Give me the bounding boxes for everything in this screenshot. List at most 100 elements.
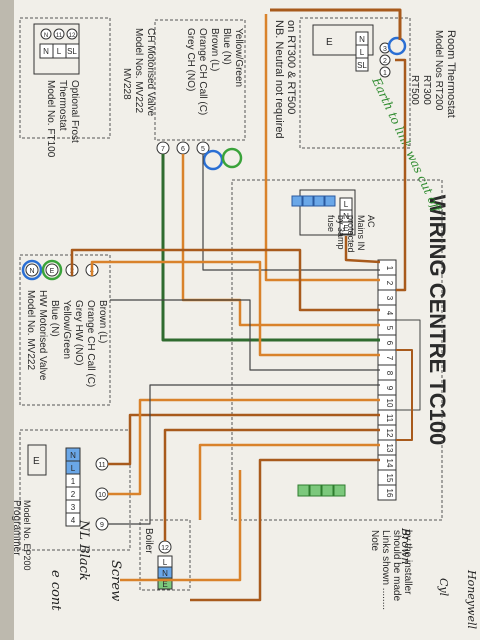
- strip-terminal-number: 10: [385, 399, 394, 408]
- wire: [264, 14, 380, 282]
- programmer-box: [19, 429, 131, 551]
- strip-terminal-box: [377, 484, 397, 501]
- strip-terminal-number: 5: [385, 326, 394, 331]
- boiler-terminal-label: L: [163, 558, 168, 567]
- boiler-heading: Boiler: [143, 528, 154, 554]
- green-earth-terminal: [309, 484, 322, 497]
- mains-terminals: LNE: [291, 195, 353, 235]
- blue-earth-terminal: [291, 195, 303, 207]
- room-thermostat-pin-label: 1: [383, 70, 387, 77]
- earth-terminal-block: [297, 484, 346, 497]
- note-line2: Links shown ........: [380, 530, 391, 610]
- blue-earth-terminal: [324, 195, 336, 207]
- programmer-terminals: NL 1 2 3 4: [65, 447, 81, 527]
- ch-valve-wire-4: Orange CH Call (C): [197, 28, 208, 115]
- wire: [108, 413, 380, 466]
- mains-line5: fuse: [326, 215, 336, 232]
- programmer-pin-label: 11: [98, 462, 105, 469]
- handwritten-bottom-note: NL Black: [76, 519, 91, 581]
- strip-terminal-number: 15: [385, 474, 394, 483]
- mains-terminal-label: E: [343, 224, 348, 233]
- strip-terminal-number: 4: [385, 311, 394, 316]
- wire: [110, 299, 380, 371]
- blue-marker-circle: [21, 259, 43, 281]
- wire: [90, 260, 380, 357]
- ch-valve-wire-3: Brown (L): [209, 28, 220, 71]
- green-marker-circle: [221, 147, 243, 169]
- programmer-terminal-label: 4: [71, 516, 76, 525]
- programmer-terminal-label: 3: [71, 503, 76, 512]
- frost-pin: [53, 28, 65, 40]
- wire: [396, 319, 421, 411]
- wire: [163, 428, 380, 541]
- green-earth-terminal: [321, 484, 334, 497]
- programmer-earth-box: [27, 444, 47, 476]
- strip-terminal-number: 3: [385, 296, 394, 301]
- frost-terminal: [65, 43, 80, 59]
- mains-line2: Mains IN: [356, 215, 366, 251]
- room-thermostat-pin: [379, 54, 391, 66]
- note-line3: should be made: [391, 530, 402, 602]
- frost-pin-label: 11: [56, 33, 63, 39]
- hw-valve-pin-label: N: [29, 268, 34, 275]
- wire: [120, 470, 242, 582]
- handwritten-cylinder: Cyl: [437, 578, 450, 597]
- wire: [396, 349, 413, 441]
- room-thermostat-pin-label: 3: [383, 46, 387, 53]
- programmer-terminal-label: 2: [71, 490, 76, 499]
- hw-valve-model: Model No. MV222: [25, 290, 36, 370]
- hw-valve-wire-5: Blue (N): [49, 300, 60, 337]
- strip-terminal-number: 1: [385, 266, 394, 271]
- frost-model: Model No. FT100: [45, 80, 56, 158]
- ch-valve-name: CH Motorised Valve: [145, 28, 156, 117]
- mains-line4: by 3amp: [336, 215, 346, 250]
- frost-terminal-label: L: [57, 47, 62, 56]
- strip-terminal-number: 11: [385, 414, 394, 423]
- wire: [198, 443, 380, 520]
- wire: [344, 236, 381, 264]
- blue-marker-circle: [387, 36, 407, 56]
- paper-shadow: [0, 0, 14, 640]
- boiler-terminal-label: N: [162, 569, 168, 578]
- mains-terminal: [339, 221, 353, 235]
- frost-heading2: Thermostat: [57, 80, 68, 131]
- strip-terminal-number: 7: [385, 356, 394, 361]
- wire-layer: [70, 8, 421, 602]
- ch-valve-box: [154, 19, 246, 141]
- programmer-terminal-label: L: [71, 464, 76, 473]
- programmer-terminal-label: N: [70, 451, 76, 460]
- ch-valve-model: Model Nos. MV222: [133, 28, 144, 113]
- strip-terminal-number: 2: [385, 281, 394, 286]
- programmer-pin-label: 9: [100, 522, 104, 529]
- green-earth-terminal: [333, 484, 346, 497]
- blue-earth-terminal: [313, 195, 325, 207]
- boiler-terminal: [157, 577, 173, 590]
- neutral-note-line2: on RT300 & RT500: [285, 20, 297, 114]
- programmer-model: Model No. EP200: [22, 500, 32, 571]
- room-thermostat-terminal-label: SL: [357, 61, 367, 70]
- room-thermostat-model: Model Nos RT200: [433, 30, 444, 111]
- programmer-heading: Programmer: [11, 500, 22, 556]
- frost-pin: [40, 28, 52, 40]
- handwritten-honeywell: Honeywell: [465, 569, 478, 629]
- mains-terminal-label: L: [344, 200, 349, 209]
- programmer-terminal-label: 1: [71, 477, 76, 486]
- wire: [108, 384, 380, 525]
- programmer-terminal: [65, 512, 81, 527]
- frost-terminal-label: N: [43, 47, 49, 56]
- hw-valve-pin: [25, 263, 39, 277]
- strip-terminal-number: 16: [385, 489, 394, 498]
- wire: [202, 154, 380, 271]
- handwritten-brown: Brown: [399, 527, 412, 564]
- wire: [70, 248, 380, 312]
- ch-valve-wire-1: Yellow/Green: [233, 28, 244, 87]
- ch-valve-pin-label: 7: [161, 146, 165, 153]
- wire: [108, 398, 380, 496]
- frost-pin-label: 12: [69, 33, 76, 39]
- room-thermostat-pin-label: 2: [383, 58, 387, 65]
- hw-valve-box: [19, 254, 111, 406]
